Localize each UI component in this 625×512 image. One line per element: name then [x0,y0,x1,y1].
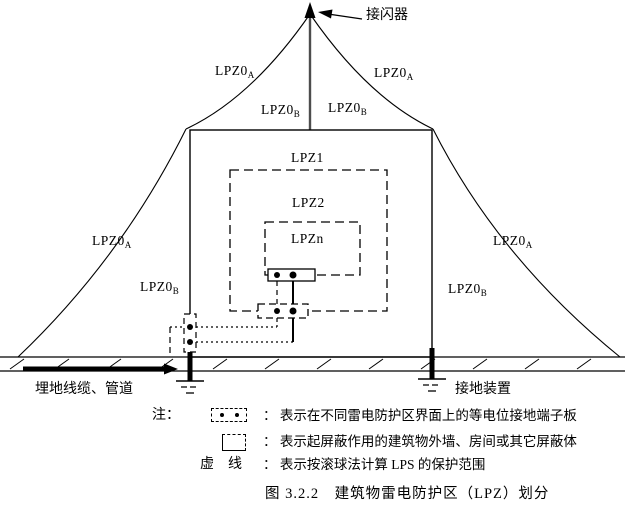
air-terminal-label: 接闪器 [366,8,408,23]
terminal-board-lpzn [267,268,316,282]
legend-terminal-board-symbol [211,408,247,422]
lpz0b-label-mid-left: LPZ0B [140,279,179,296]
lpz1-label: LPZ1 [291,150,324,165]
lpz0a-label-top-left: LPZ0A [215,63,255,80]
legend-row3-text: ： 表示按滚球法计算 LPS 的保护范围 [263,457,486,472]
boundary-curve-lower-left [17,128,187,358]
terminal-board-wall [183,313,197,353]
legend-row2-text: ： 表示起屏蔽作用的建筑物外墙、房间或其它屏蔽体 [263,434,577,449]
buried-cable-arrowhead [164,363,178,375]
lpz2-label: LPZ2 [292,195,325,210]
buried-cable-line [23,363,178,375]
legend-note-label: 注： [152,408,180,423]
buried-cables-label: 埋地线缆、管道 [35,382,133,397]
terminal-dot [235,413,239,417]
air-terminal-tip [304,2,316,18]
protection-boundary-curves [17,13,621,358]
boundary-curve-lower-right [432,128,621,358]
grounding-device-label: 接地装置 [455,382,511,397]
lpzn-label: LPZn [291,231,324,246]
lpzn-shield-dashed-rect [264,221,361,276]
lpz0a-label-top-right: LPZ0A [374,65,414,82]
lpz0b-label-top-right: LPZ0B [328,100,367,117]
lpz0b-label-top-left: LPZ0B [261,102,300,119]
air-terminal-pointer-arrow [318,9,363,20]
left-earth-electrode [176,352,204,394]
boundary-curve-upper-right [309,13,434,130]
legend-shield-symbol [222,434,246,451]
terminal-dot [220,413,224,417]
terminal-board-lpz2 [257,303,309,319]
lpz0a-label-mid-left: LPZ0A [92,233,132,250]
figure-caption: 图 3.2.2 建筑物雷电防护区（LPZ）划分 [265,486,550,502]
boundary-curve-upper-left [185,13,311,130]
legend-dashed-line-label: 虚 线 [200,457,242,472]
lpz2-shield-dashed-rect [229,169,388,312]
lpz0a-label-mid-right: LPZ0A [493,233,533,250]
right-earth-electrode [418,348,446,392]
legend-row1-text: ： 表示在不同雷电防护区界面上的等电位接地端子板 [263,408,577,423]
lpz0b-label-mid-right: LPZ0B [448,281,487,298]
